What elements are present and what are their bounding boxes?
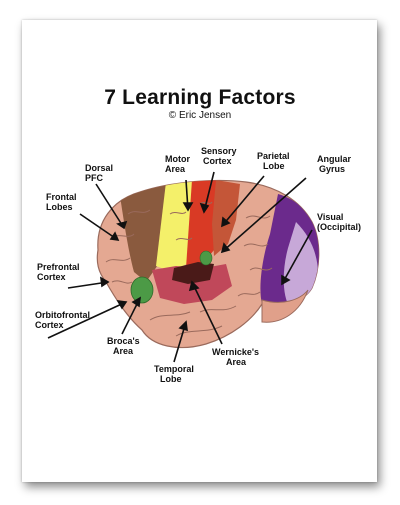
leader-arrows: [47, 171, 313, 363]
copyright-subtitle: © Eric Jensen: [168, 110, 232, 121]
label-angular-gyrus: Angular Gyrus: [317, 154, 354, 174]
label-parietal-lobe: Parietal Lobe: [257, 151, 292, 171]
region-angular-gyrus: [199, 250, 213, 266]
region-dorsal-pfc: [120, 182, 168, 282]
label-brocas-area: Broca's Area: [107, 336, 142, 356]
label-dorsal-pfc: Dorsal PFC: [85, 163, 116, 183]
label-motor-area: Motor Area: [165, 154, 193, 174]
label-temporal-lobe: Temporal Lobe: [154, 364, 196, 384]
page-title: 7 Learning Factors: [104, 86, 296, 109]
label-wernickes-area: Wernicke's Area: [212, 347, 262, 367]
region-sensory: [186, 180, 218, 270]
cerebellum: [261, 289, 309, 323]
region-parietal: [212, 180, 240, 256]
region-occipital-light: [283, 222, 318, 308]
label-sensory-cortex: Sensory Cortex: [201, 146, 239, 166]
label-frontal-lobes: Frontal Lobes: [46, 192, 79, 212]
label-prefrontal-cortex: Prefrontal Cortex: [37, 262, 82, 282]
region-broca: [130, 276, 154, 304]
brain-sulci: [105, 201, 273, 337]
label-visual-occipital: Visual (Occipital): [317, 212, 361, 232]
label-orbitofrontal-cortex: Orbitofrontal Cortex: [35, 310, 93, 330]
region-dark-core: [172, 262, 214, 284]
